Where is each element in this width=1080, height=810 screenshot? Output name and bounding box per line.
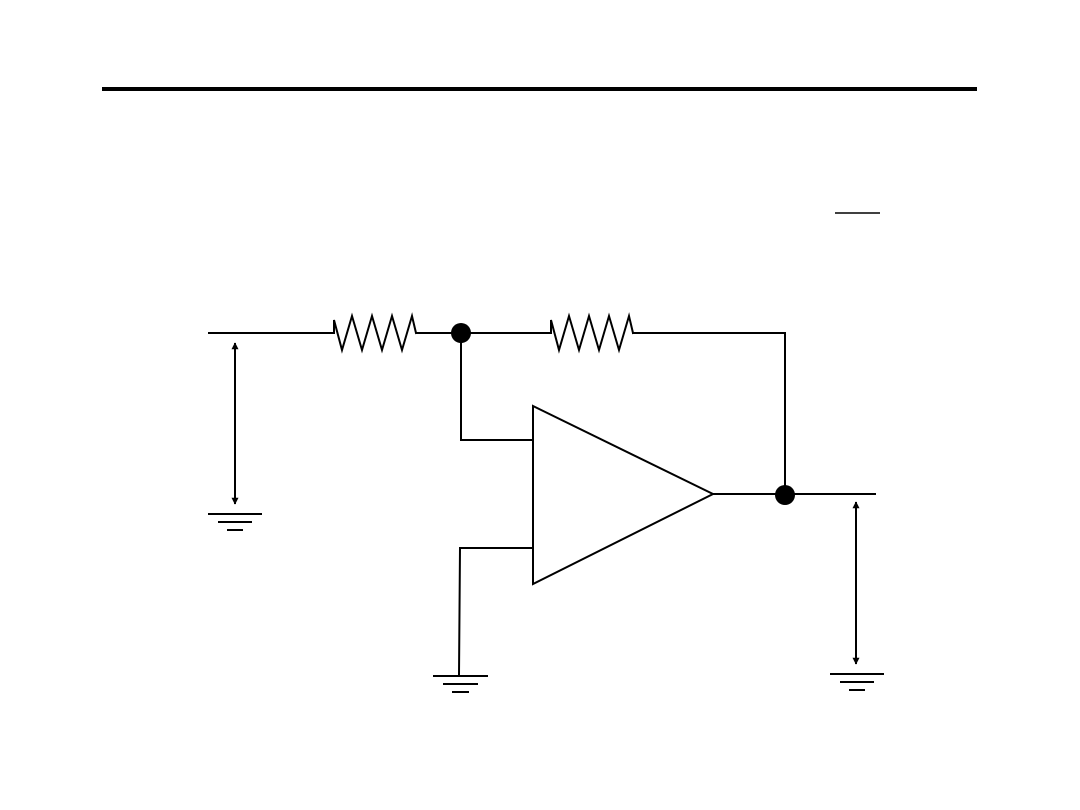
opamp-ground-icon (433, 675, 488, 693)
summing-junction-node (451, 323, 471, 343)
feedback-resistor (550, 312, 635, 354)
output-ground-icon (830, 673, 884, 691)
input-ground-icon (208, 513, 262, 531)
noninverting-input-wire (457, 547, 534, 677)
op-amp-triangle (532, 404, 716, 586)
output-junction-node (775, 485, 795, 505)
feedback-wire (632, 332, 786, 496)
inverting-input-wire (460, 332, 534, 441)
input-resistor (333, 312, 418, 354)
